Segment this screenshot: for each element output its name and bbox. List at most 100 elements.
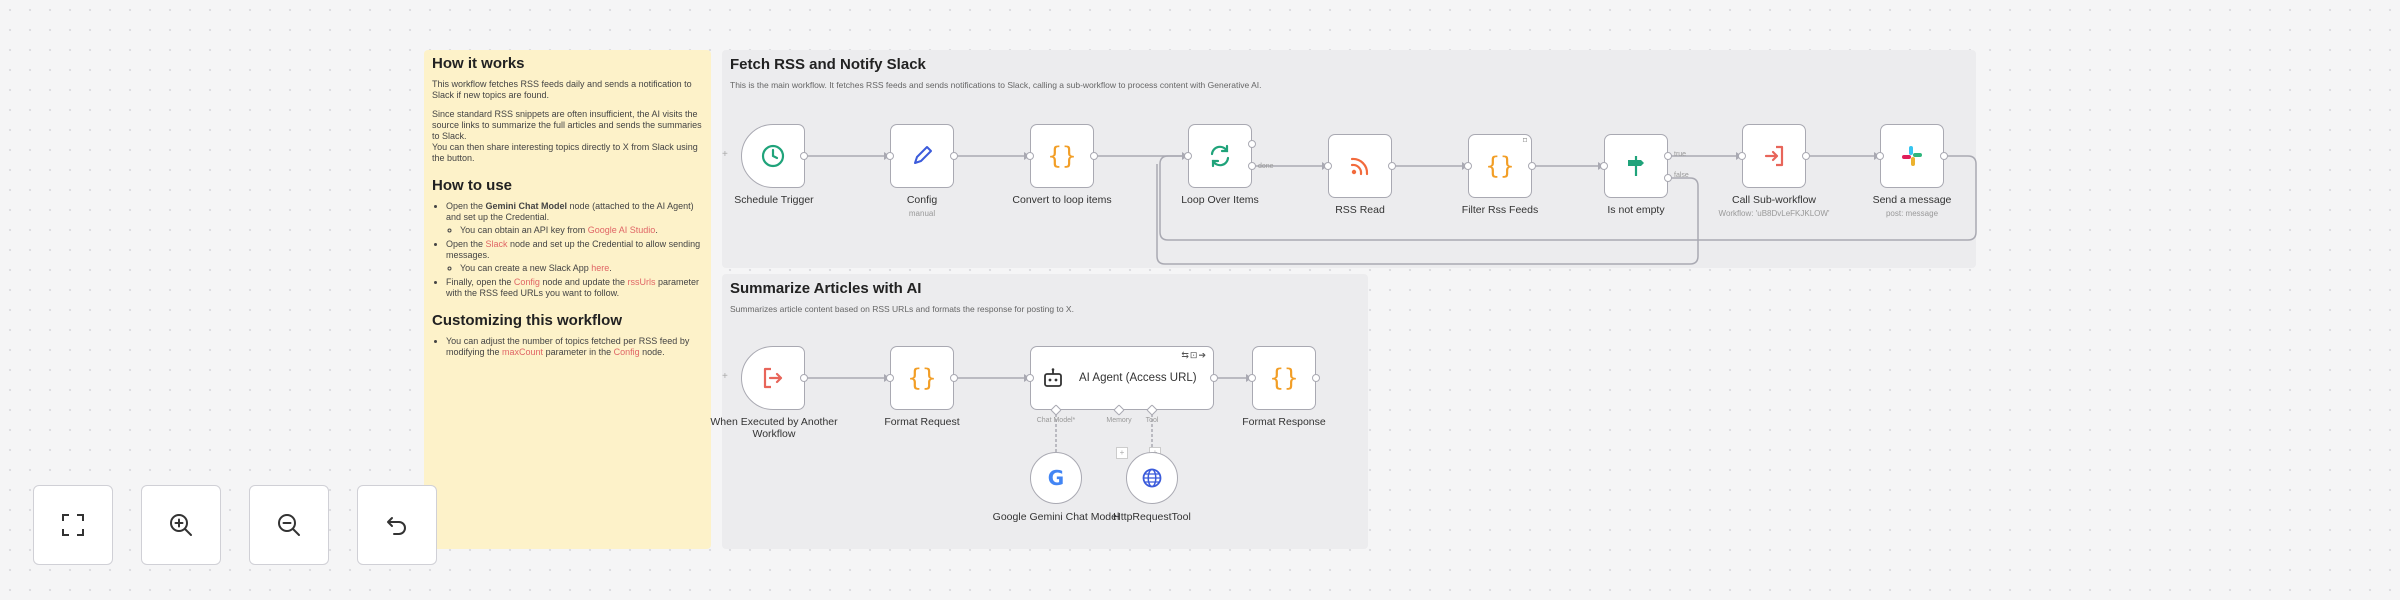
node-convert-to-loop-items[interactable]: {} xyxy=(1030,124,1094,188)
code-braces-icon: {} xyxy=(1269,364,1299,392)
how-to-use-item: Open the Slack node and set up the Crede… xyxy=(446,239,703,274)
port-input[interactable] xyxy=(1026,374,1034,382)
node-http-request-tool[interactable] xyxy=(1126,452,1178,504)
label-google-gemini: Google Gemini Chat Model xyxy=(992,511,1120,523)
label-send-a-message: Send a message xyxy=(1872,194,1952,206)
group-summarize-description: Summarizes article content based on RSS … xyxy=(730,304,1074,314)
how-it-works-p2b: You can then share interesting topics di… xyxy=(432,142,698,163)
text: parameter in the xyxy=(543,347,614,357)
group-summarize-title: Summarize Articles with AI xyxy=(730,280,922,297)
label-config: Config xyxy=(906,194,938,206)
port-input[interactable] xyxy=(1738,152,1746,160)
google-icon: G xyxy=(1047,466,1065,490)
node-config[interactable] xyxy=(890,124,954,188)
group-fetch-rss-description: This is the main workflow. It fetches RS… xyxy=(730,80,1262,90)
zoom-in-button[interactable] xyxy=(141,485,221,565)
text: parameter with the RSS feed URLs you wan… xyxy=(446,277,700,298)
text: You can create a new Slack App xyxy=(460,263,592,273)
port-output[interactable] xyxy=(800,152,808,160)
port-output[interactable] xyxy=(1802,152,1810,160)
slack-app-link[interactable]: here xyxy=(591,263,610,273)
text: Open the xyxy=(446,201,486,211)
google-ai-studio-link[interactable]: Google AI Studio xyxy=(587,225,656,235)
node-rss-read[interactable] xyxy=(1328,134,1392,198)
how-it-works-title: How it works xyxy=(432,55,525,72)
label-schedule-trigger: Schedule Trigger xyxy=(734,194,814,206)
code-braces-icon: {} xyxy=(907,364,937,392)
rssurls-code-ref: rssUrls xyxy=(627,277,656,287)
port-output[interactable] xyxy=(1090,152,1098,160)
port-input[interactable] xyxy=(1184,152,1192,160)
memory-port-label: Memory xyxy=(1106,417,1132,424)
port-output[interactable] xyxy=(950,374,958,382)
gemini-node-ref: Gemini Chat Model xyxy=(485,201,568,211)
port-output[interactable] xyxy=(1388,162,1396,170)
tool-port-label: Tool xyxy=(1145,417,1159,424)
fit-view-button[interactable] xyxy=(33,485,113,565)
port-input[interactable] xyxy=(1464,162,1472,170)
node-send-a-message[interactable] xyxy=(1880,124,1944,188)
how-it-works-note[interactable]: How it works This workflow fetches RSS f… xyxy=(424,50,711,549)
node-ai-agent[interactable]: AI Agent (Access URL) ⇆⊡➔ xyxy=(1030,346,1214,410)
how-to-use-list: Open the Gemini Chat Model node (attache… xyxy=(432,201,703,299)
how-it-works-p1: This workflow fetches RSS feeds daily an… xyxy=(432,79,692,100)
customizing-title: Customizing this workflow xyxy=(432,312,622,329)
port-input[interactable] xyxy=(886,152,894,160)
wire-slack-back xyxy=(1159,155,1977,241)
port-output-false[interactable] xyxy=(1664,174,1672,182)
node-format-response[interactable]: {} xyxy=(1252,346,1316,410)
port-input[interactable] xyxy=(1324,162,1332,170)
add-trigger-plus[interactable]: + xyxy=(722,371,728,382)
robot-icon xyxy=(1044,368,1062,387)
text: Finally, open the xyxy=(446,277,514,287)
undo-button[interactable] xyxy=(357,485,437,565)
pencil-icon xyxy=(914,146,932,164)
add-memory-button[interactable]: + xyxy=(1116,447,1128,459)
port-output[interactable] xyxy=(1528,162,1536,170)
port-output-done[interactable] xyxy=(1248,140,1256,148)
node-filter-rss-feeds[interactable]: {} ⌑ xyxy=(1468,134,1532,198)
add-trigger-plus[interactable]: + xyxy=(722,149,728,160)
port-output[interactable] xyxy=(1312,374,1320,382)
port-output-loop[interactable] xyxy=(1248,162,1256,170)
port-output[interactable] xyxy=(950,152,958,160)
port-output[interactable] xyxy=(800,374,808,382)
how-to-use-sublist: You can obtain an API key from Google AI… xyxy=(446,225,703,236)
port-input[interactable] xyxy=(1248,374,1256,382)
group-summarize-note[interactable]: Summarize Articles with AI Summarizes ar… xyxy=(722,274,1368,549)
sign-in-icon xyxy=(763,367,783,389)
node-format-request[interactable]: {} xyxy=(890,346,954,410)
group-fetch-rss-title: Fetch RSS and Notify Slack xyxy=(730,56,926,73)
text: node (attached to the AI Agent) and set … xyxy=(446,201,694,222)
rss-icon xyxy=(1350,157,1369,176)
label-format-response: Format Response xyxy=(1242,416,1326,428)
node-call-sub-workflow[interactable] xyxy=(1742,124,1806,188)
label-loop-over-items: Loop Over Items xyxy=(1181,194,1259,206)
how-it-works-p2a: Since standard RSS snippets are often in… xyxy=(432,109,702,141)
port-output-true[interactable] xyxy=(1664,152,1672,160)
text: node and set up the Credential to allow … xyxy=(446,239,701,260)
how-to-use-item: Open the Gemini Chat Model node (attache… xyxy=(446,201,703,236)
true-port-label: true xyxy=(1674,151,1687,158)
node-google-gemini[interactable]: G xyxy=(1030,452,1082,504)
port-input[interactable] xyxy=(886,374,894,382)
port-input[interactable] xyxy=(1876,152,1884,160)
port-output[interactable] xyxy=(1210,374,1218,382)
node-is-not-empty[interactable] xyxy=(1604,134,1668,198)
loop-arrows-icon xyxy=(1210,144,1230,168)
label-when-executed: When Executed by Another Workflow xyxy=(710,416,838,440)
signpost-icon xyxy=(1628,156,1644,176)
zoom-out-button[interactable] xyxy=(249,485,329,565)
port-input[interactable] xyxy=(1026,152,1034,160)
port-input[interactable] xyxy=(1600,162,1608,170)
node-schedule-trigger[interactable] xyxy=(741,124,805,188)
toolbar-icons[interactable]: ⇆⊡➔ xyxy=(1181,350,1207,360)
text: You can obtain an API key from xyxy=(460,225,588,235)
code-braces-icon: {} xyxy=(1047,142,1077,170)
node-when-executed[interactable] xyxy=(741,346,805,410)
label-format-request: Format Request xyxy=(884,416,960,428)
port-output[interactable] xyxy=(1940,152,1948,160)
text: . xyxy=(655,225,658,235)
false-port-label: false xyxy=(1674,172,1689,179)
node-loop-over-items[interactable] xyxy=(1188,124,1252,188)
